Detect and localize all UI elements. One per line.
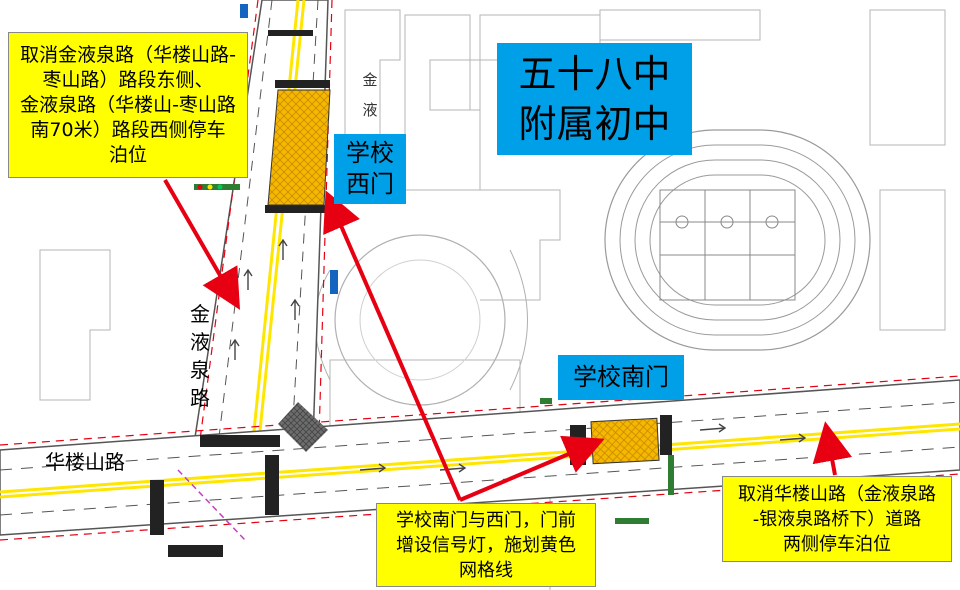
hatched-area — [278, 402, 328, 452]
road-label-jinyequan: 金 液 泉 路 — [190, 302, 210, 410]
crosswalks — [150, 30, 672, 557]
callout-cancel-jinyequan-parking: 取消金液泉路（华楼山路- 枣山路）路段东侧、 金液泉路（华楼山-枣山路 南70米… — [8, 32, 248, 178]
south-gate-label: 学校南门 — [558, 355, 684, 400]
lane-arrows — [230, 238, 807, 473]
west-gate-grid-box — [267, 89, 331, 206]
road-label-hualoushan: 华楼山路 — [45, 450, 125, 474]
purple-dashed-line — [177, 469, 246, 541]
callout-cancel-hualoushan-parking: 取消华楼山路（金液泉路 -银液泉路桥下）道路 两侧停车泊位 — [722, 476, 952, 562]
running-track — [604, 129, 871, 351]
south-gate-grid-box — [590, 417, 660, 465]
school-name-label: 五十八中 附属初中 — [497, 43, 692, 155]
callout-add-signals-grid: 学校南门与西门，门前 增设信号灯，施划黄色 网格线 — [376, 503, 596, 587]
basketball-courts — [659, 189, 796, 301]
red-arrows — [163, 178, 853, 502]
west-gate-label: 学校 西门 — [334, 134, 406, 204]
road-label-jinye-small: 金 液 — [362, 71, 378, 119]
